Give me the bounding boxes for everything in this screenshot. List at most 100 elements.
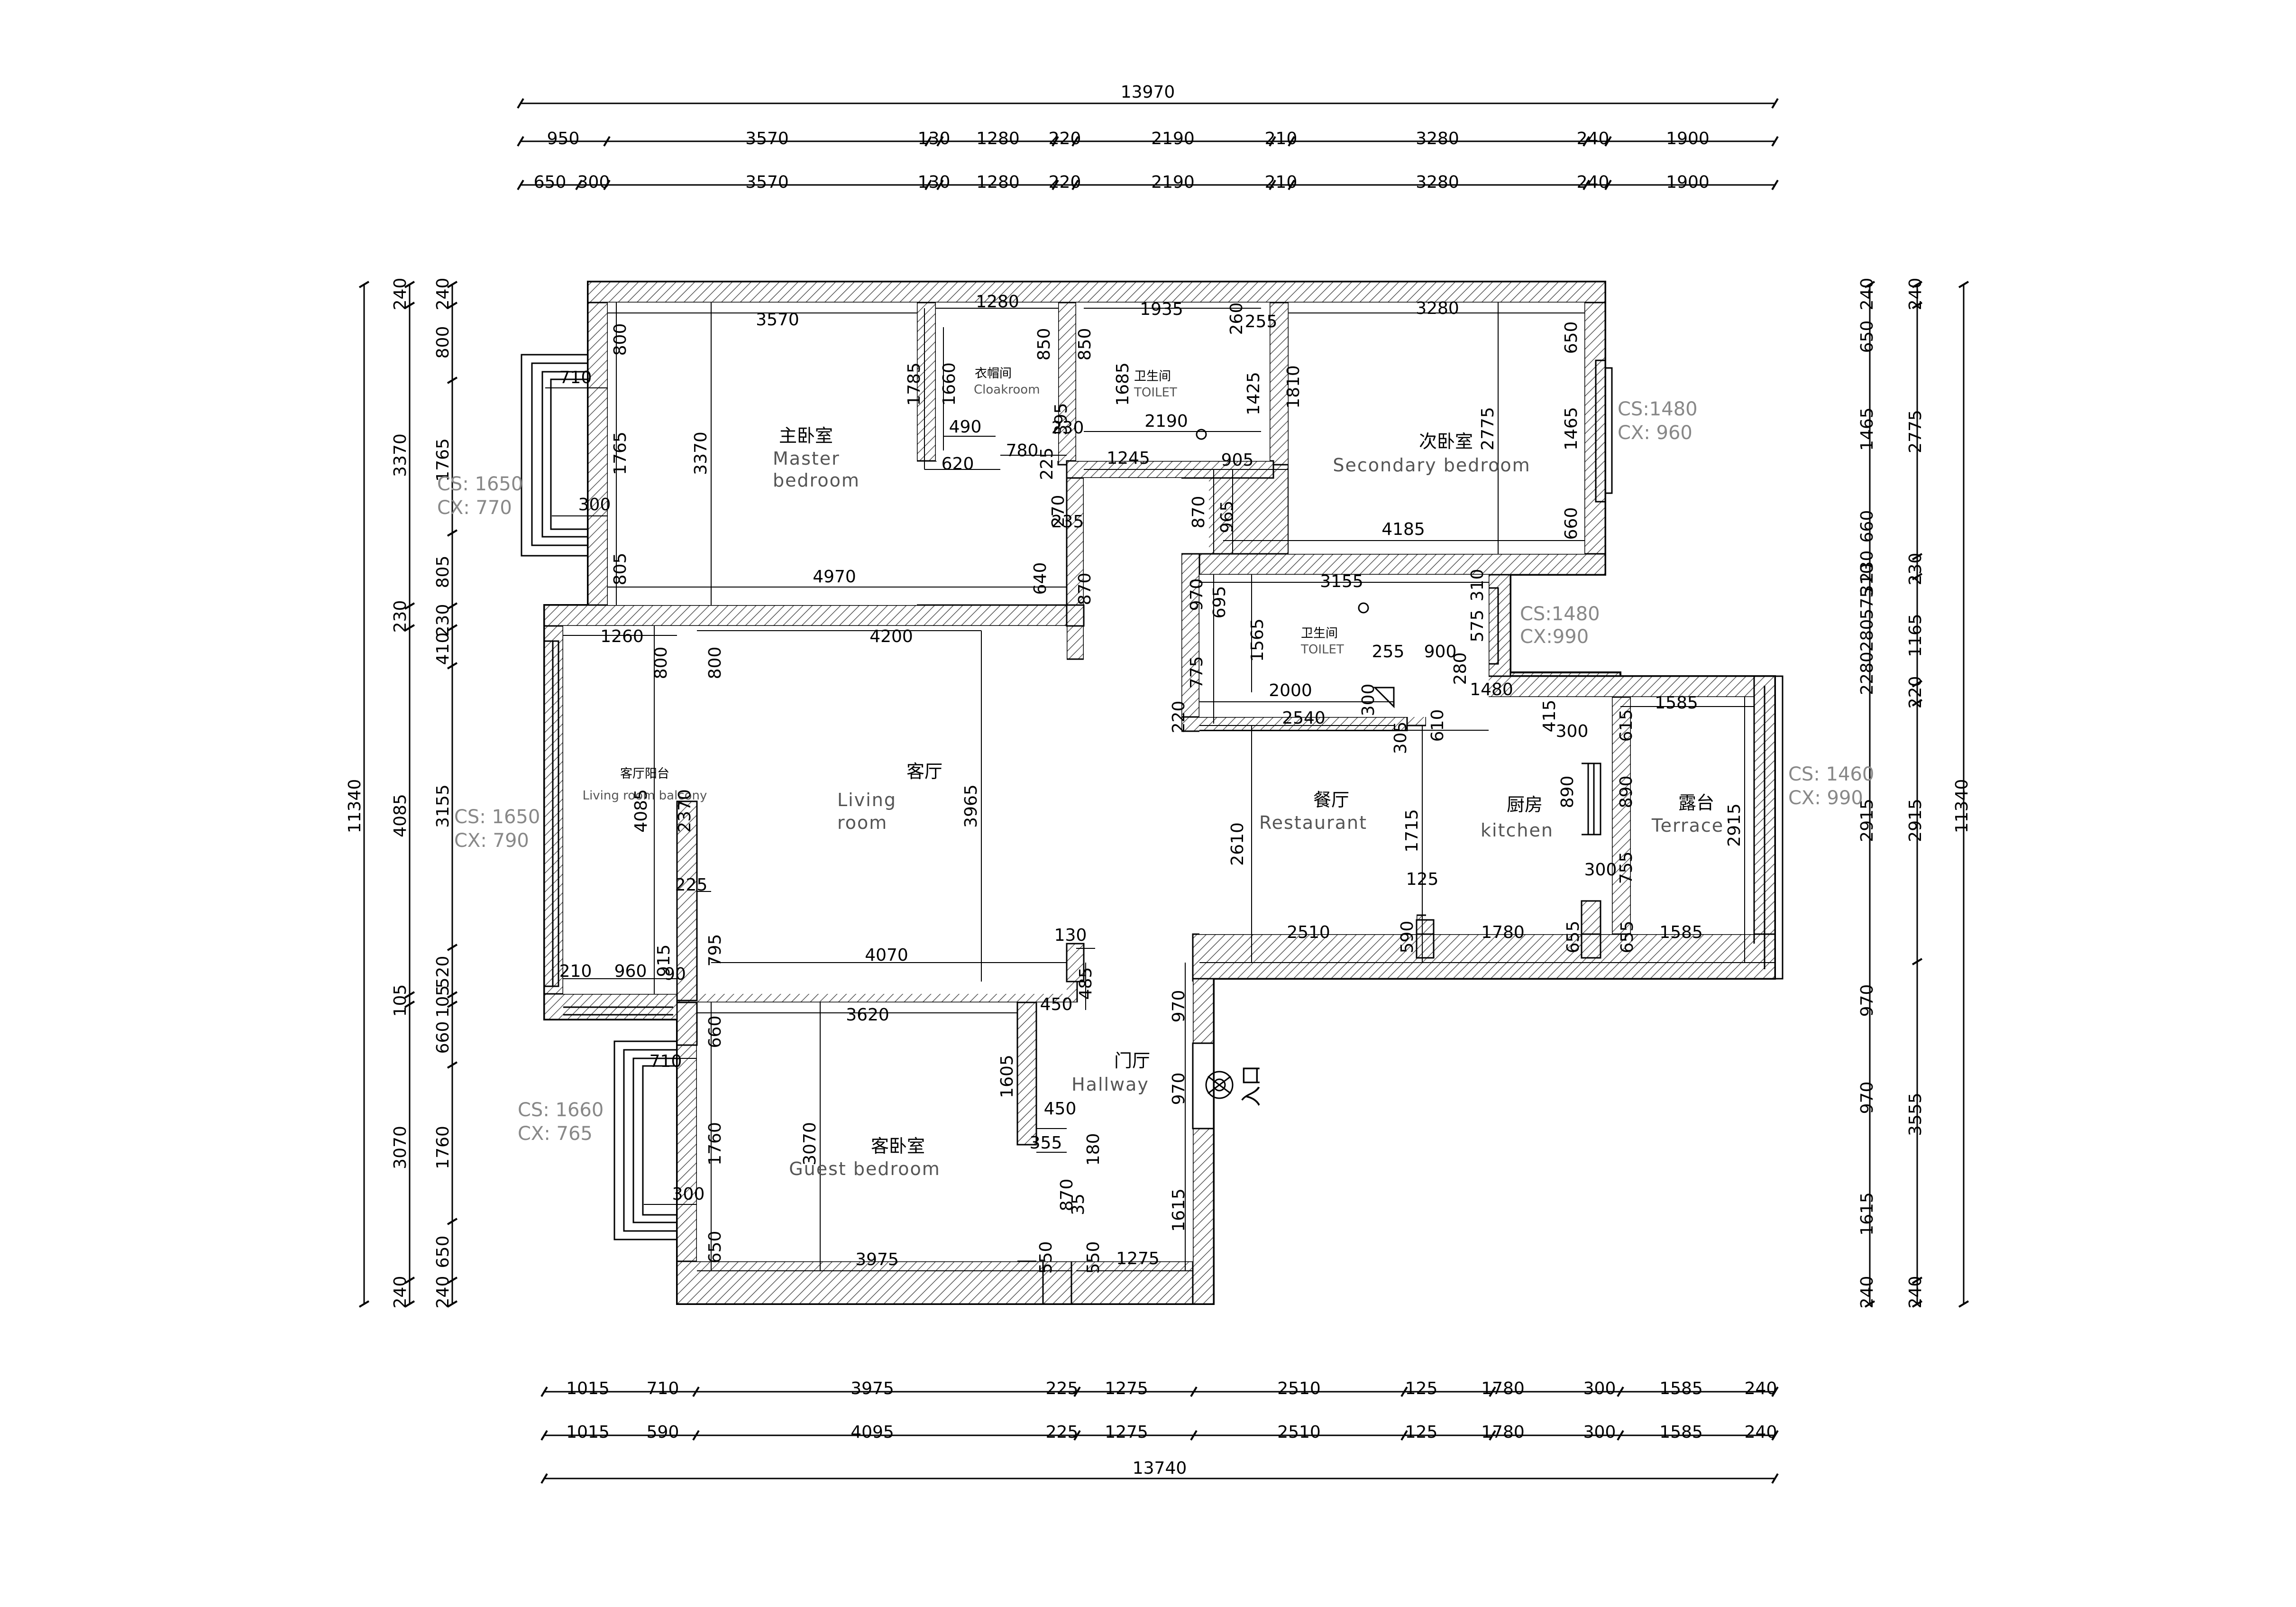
dim-label: 610 (1428, 709, 1447, 742)
right-total: 11340 (1952, 779, 1972, 834)
dim-label: 3570 (745, 173, 789, 192)
dim-label: 1585 (1659, 923, 1703, 942)
dim-label: 3280 (1416, 173, 1459, 192)
dim-label: 1810 (1284, 365, 1303, 409)
room-en: Living room balcony (583, 789, 707, 803)
room-en: Cloakroom (974, 383, 1040, 397)
dim-label: 130 (918, 173, 951, 192)
dim-label: 2775 (1906, 410, 1925, 453)
dim-label: 650 (705, 1231, 725, 1264)
bottom-row2-labels: 1015 590 4095 225 1275 2510 125 1780 300… (566, 1423, 1777, 1442)
dim-label: 4085 (391, 794, 410, 837)
dim-label: 3620 (846, 1005, 889, 1025)
dim-label: 225 (1037, 448, 1057, 480)
window-cx: CX: 770 (437, 497, 512, 519)
dim-label: 950 (547, 129, 580, 148)
dim-label: 225 (1046, 1379, 1079, 1398)
dim-label: 800 (705, 647, 725, 680)
dim-label: 1465 (1857, 407, 1877, 451)
toilet-icon (1196, 429, 1395, 708)
dim-label: 310 (1468, 569, 1487, 602)
dim-label: 3370 (391, 433, 410, 477)
dim-label: 800 (651, 647, 671, 680)
dim-label: 1260 (600, 627, 644, 646)
dim-label: 300 (1584, 860, 1617, 880)
dim-label: 1585 (1655, 693, 1698, 713)
dim-label: 650 (1857, 321, 1877, 353)
dim-label: 210 (1265, 173, 1298, 192)
dim-label: 1605 (997, 1055, 1017, 1098)
dim-label: 240 (1745, 1423, 1777, 1442)
inner-dim-labels: 3570 800 710 1765 3370 300 805 4970 640 … (559, 292, 1744, 1274)
dim-label: 230 (433, 604, 453, 637)
dim-label: 450 (1040, 995, 1073, 1014)
room-guest: 客卧室 Guest bedroom (789, 1136, 940, 1179)
dim-label: 300 (1556, 722, 1589, 741)
room-cn: 门厅 (1114, 1050, 1150, 1071)
dim-label: 2370 (675, 789, 695, 833)
dim-label: 660 (1857, 510, 1877, 543)
dim-label: 235 (1052, 512, 1084, 532)
dim-label: 710 (649, 1052, 682, 1071)
room-cn: 客卧室 (871, 1136, 925, 1157)
dim-label: 2775 (1478, 407, 1498, 450)
dim-label: 1660 (940, 362, 959, 406)
room-cn: 衣帽间 (975, 367, 1012, 381)
room-en: kitchen (1481, 820, 1554, 841)
dim-label: 300 (672, 1185, 705, 1204)
dim-label: 850 (1075, 328, 1095, 361)
dim-label: 240 (1857, 1276, 1877, 1309)
dim-label: 3155 (433, 784, 453, 828)
dim-label: 4185 (1381, 520, 1425, 539)
dim-label: 240 (391, 1276, 410, 1309)
dim-label: 1715 (1402, 809, 1422, 853)
dim-label: 1765 (611, 432, 630, 475)
dim-label: 710 (559, 368, 592, 387)
dim-label: 870 (1075, 573, 1095, 606)
dim-label: 220 (1169, 701, 1189, 734)
dim-label: 240 (433, 278, 453, 311)
dim-label: 180 (1084, 1133, 1103, 1166)
window-cx: CX: 990 (1788, 787, 1863, 809)
dim-label: 125 (1405, 1423, 1438, 1442)
dim-label: 2510 (1277, 1423, 1321, 1442)
dim-label: 695 (1210, 586, 1229, 619)
dim-label: 775 (1187, 656, 1207, 689)
dim-label: 310 (1857, 563, 1877, 596)
dim-label: 3975 (851, 1379, 894, 1398)
dim-label: 35 (1069, 1194, 1088, 1215)
dim-label: 415 (1540, 700, 1559, 733)
dim-label: 575 (1857, 587, 1877, 620)
dim-label: 220 (1049, 129, 1081, 148)
dim-label: 240 (1906, 278, 1925, 311)
right-ticks (1864, 281, 1969, 1308)
room-kitchen: 厨房 kitchen (1481, 794, 1554, 841)
room-en: Secondary bedroom (1333, 455, 1530, 476)
dim-label: 300 (577, 173, 610, 192)
dim-label: 1165 (1906, 614, 1925, 657)
dim-label: 130 (1054, 926, 1087, 945)
room-en: TOILET (1300, 643, 1344, 657)
dim-label: 1760 (705, 1122, 725, 1166)
room-dining: 餐厅 Restaurant (1259, 790, 1367, 833)
top-row1-labels: 950 3570 130 1280 220 2190 210 3280 240 … (547, 129, 1710, 148)
dim-label: 800 (433, 326, 453, 359)
dim-label: 650 (433, 1236, 453, 1268)
dim-label: 805 (433, 556, 453, 588)
right-col2-labels: 240 2775 230 1165 220 2915 3555 240 (1906, 278, 1925, 1309)
dim-label: 960 (614, 962, 647, 981)
room-en: room (837, 812, 887, 833)
dim-label: 660 (433, 1021, 453, 1054)
dim-label: 270 (1049, 495, 1068, 528)
left-col1-labels: 240 3370 230 4085 105 3070 240 (391, 278, 410, 1309)
dim-label: 280 (1451, 652, 1470, 685)
room-en: Restaurant (1259, 812, 1367, 833)
room-living: 客厅 Living room (837, 761, 942, 833)
room-en: TOILET (1134, 386, 1177, 400)
bay-windows (521, 354, 1784, 1240)
dim-label: 755 (1617, 852, 1636, 884)
dim-label: 220 (1049, 173, 1081, 192)
room-toilet-1: 卫生间 TOILET (1134, 369, 1177, 400)
dim-label: 2510 (1287, 923, 1330, 942)
